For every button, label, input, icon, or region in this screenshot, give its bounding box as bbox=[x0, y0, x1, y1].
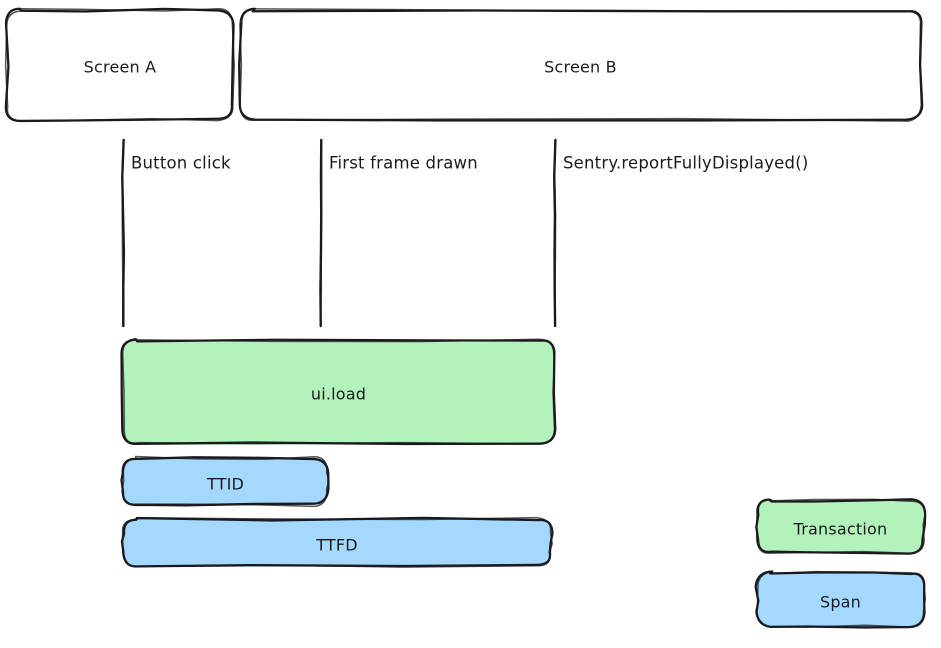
bar-ttid[interactable] bbox=[120, 455, 330, 508]
screen-box-2[interactable] bbox=[238, 7, 924, 122]
screen-box-1-outline bbox=[4, 7, 235, 122]
screen-label-1: Screen A bbox=[83, 57, 157, 77]
event-marker-label-1: Button click bbox=[131, 153, 231, 173]
event-marker-label-2: First frame drawn bbox=[329, 153, 478, 173]
event-marker-line-2 bbox=[319, 138, 323, 328]
legend-span-swatch-outline bbox=[754, 570, 926, 629]
bar-ttid-fill bbox=[122, 457, 329, 506]
bar-label-ttfd: TTFD bbox=[316, 535, 358, 554]
event-marker-line-3 bbox=[552, 138, 557, 328]
bar-ui-load-fill bbox=[122, 339, 555, 445]
screen-box-2-fill bbox=[240, 9, 921, 121]
legend-transaction-swatch bbox=[755, 498, 927, 555]
legend-transaction-swatch-fill bbox=[756, 499, 925, 554]
event-marker-stroke bbox=[554, 139, 557, 327]
screen-label-2: Screen B bbox=[544, 57, 617, 77]
bar-ttfd-fill bbox=[122, 518, 552, 567]
legend-span-swatch-fill bbox=[756, 572, 925, 627]
bar-ttid-outline bbox=[121, 455, 330, 508]
bar-label-ttid: TTID bbox=[206, 474, 245, 493]
legend-span-swatch bbox=[754, 570, 927, 629]
bar-ttfd[interactable] bbox=[120, 516, 554, 568]
legend-span-label: Span bbox=[819, 592, 862, 611]
bar-label-ui-load: ui.load bbox=[310, 384, 367, 404]
event-marker-line-1 bbox=[121, 138, 126, 328]
event-marker-stroke bbox=[121, 139, 125, 327]
legend-transaction-swatch-outline bbox=[755, 498, 927, 554]
legend-transaction-label: Transaction bbox=[793, 519, 888, 538]
bar-ttid-outline bbox=[120, 456, 330, 507]
event-marker-label-3: Sentry.reportFullyDisplayed() bbox=[563, 153, 809, 173]
legend-span-swatch-outline bbox=[756, 570, 927, 628]
event-marker-stroke bbox=[319, 139, 323, 327]
screen-box-1[interactable] bbox=[4, 7, 235, 123]
screen-box-2-outline bbox=[239, 8, 923, 122]
bar-ui-load-outline bbox=[121, 338, 556, 445]
bar-ui-load[interactable] bbox=[120, 338, 557, 446]
bar-ttfd-outline bbox=[121, 516, 553, 568]
screen-box-1-fill bbox=[6, 9, 234, 121]
